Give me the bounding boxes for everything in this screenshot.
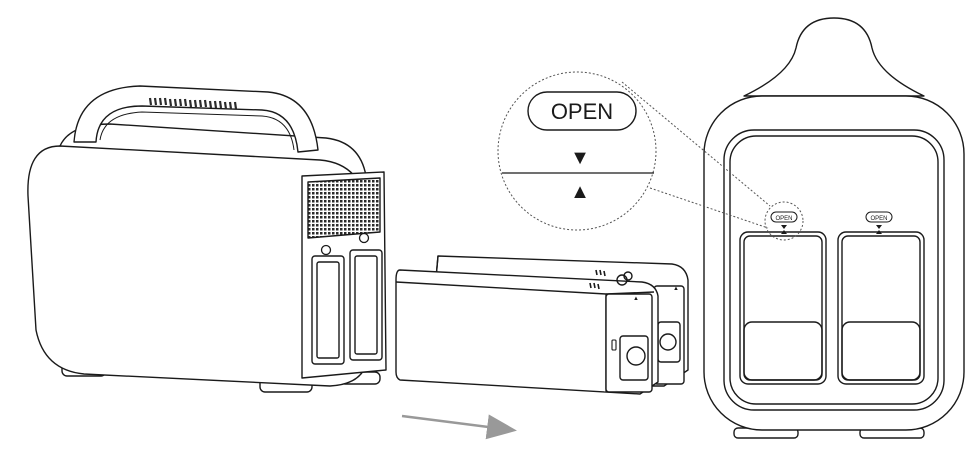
battery-rear-label xyxy=(595,269,606,277)
rear-open-label-left: OPEN xyxy=(775,216,792,222)
open-label-large: OPEN xyxy=(551,99,613,124)
battery-front-mark: ▲ xyxy=(633,296,639,302)
battery-bays xyxy=(311,249,383,365)
highlight-circle xyxy=(764,201,804,241)
rear-open-label-right: OPEN xyxy=(870,216,887,222)
rear-view-handle xyxy=(743,17,925,97)
handle-grip xyxy=(148,97,238,110)
latch-icons xyxy=(320,232,370,256)
rear-open-pill-right xyxy=(865,211,893,223)
down-arrow-icon: ▼ xyxy=(570,147,590,169)
carry-handle xyxy=(73,85,319,153)
power-station-top xyxy=(59,123,367,177)
power-station xyxy=(27,85,387,393)
battery-rear-mark: ▲ xyxy=(673,286,679,292)
up-arrow-icon: ▲ xyxy=(570,181,590,203)
insertion-direction-arrow xyxy=(401,414,517,440)
battery-packs xyxy=(395,255,689,395)
rear-bay-left xyxy=(739,231,827,385)
open-pill-large xyxy=(527,91,637,131)
rear-view-unit xyxy=(703,17,965,439)
battery-front-label xyxy=(589,282,600,290)
rear-open-pill-left xyxy=(770,211,798,223)
ventilation-grille xyxy=(307,177,381,239)
battery-pack-front xyxy=(395,269,659,395)
rear-bay-right xyxy=(837,231,925,385)
